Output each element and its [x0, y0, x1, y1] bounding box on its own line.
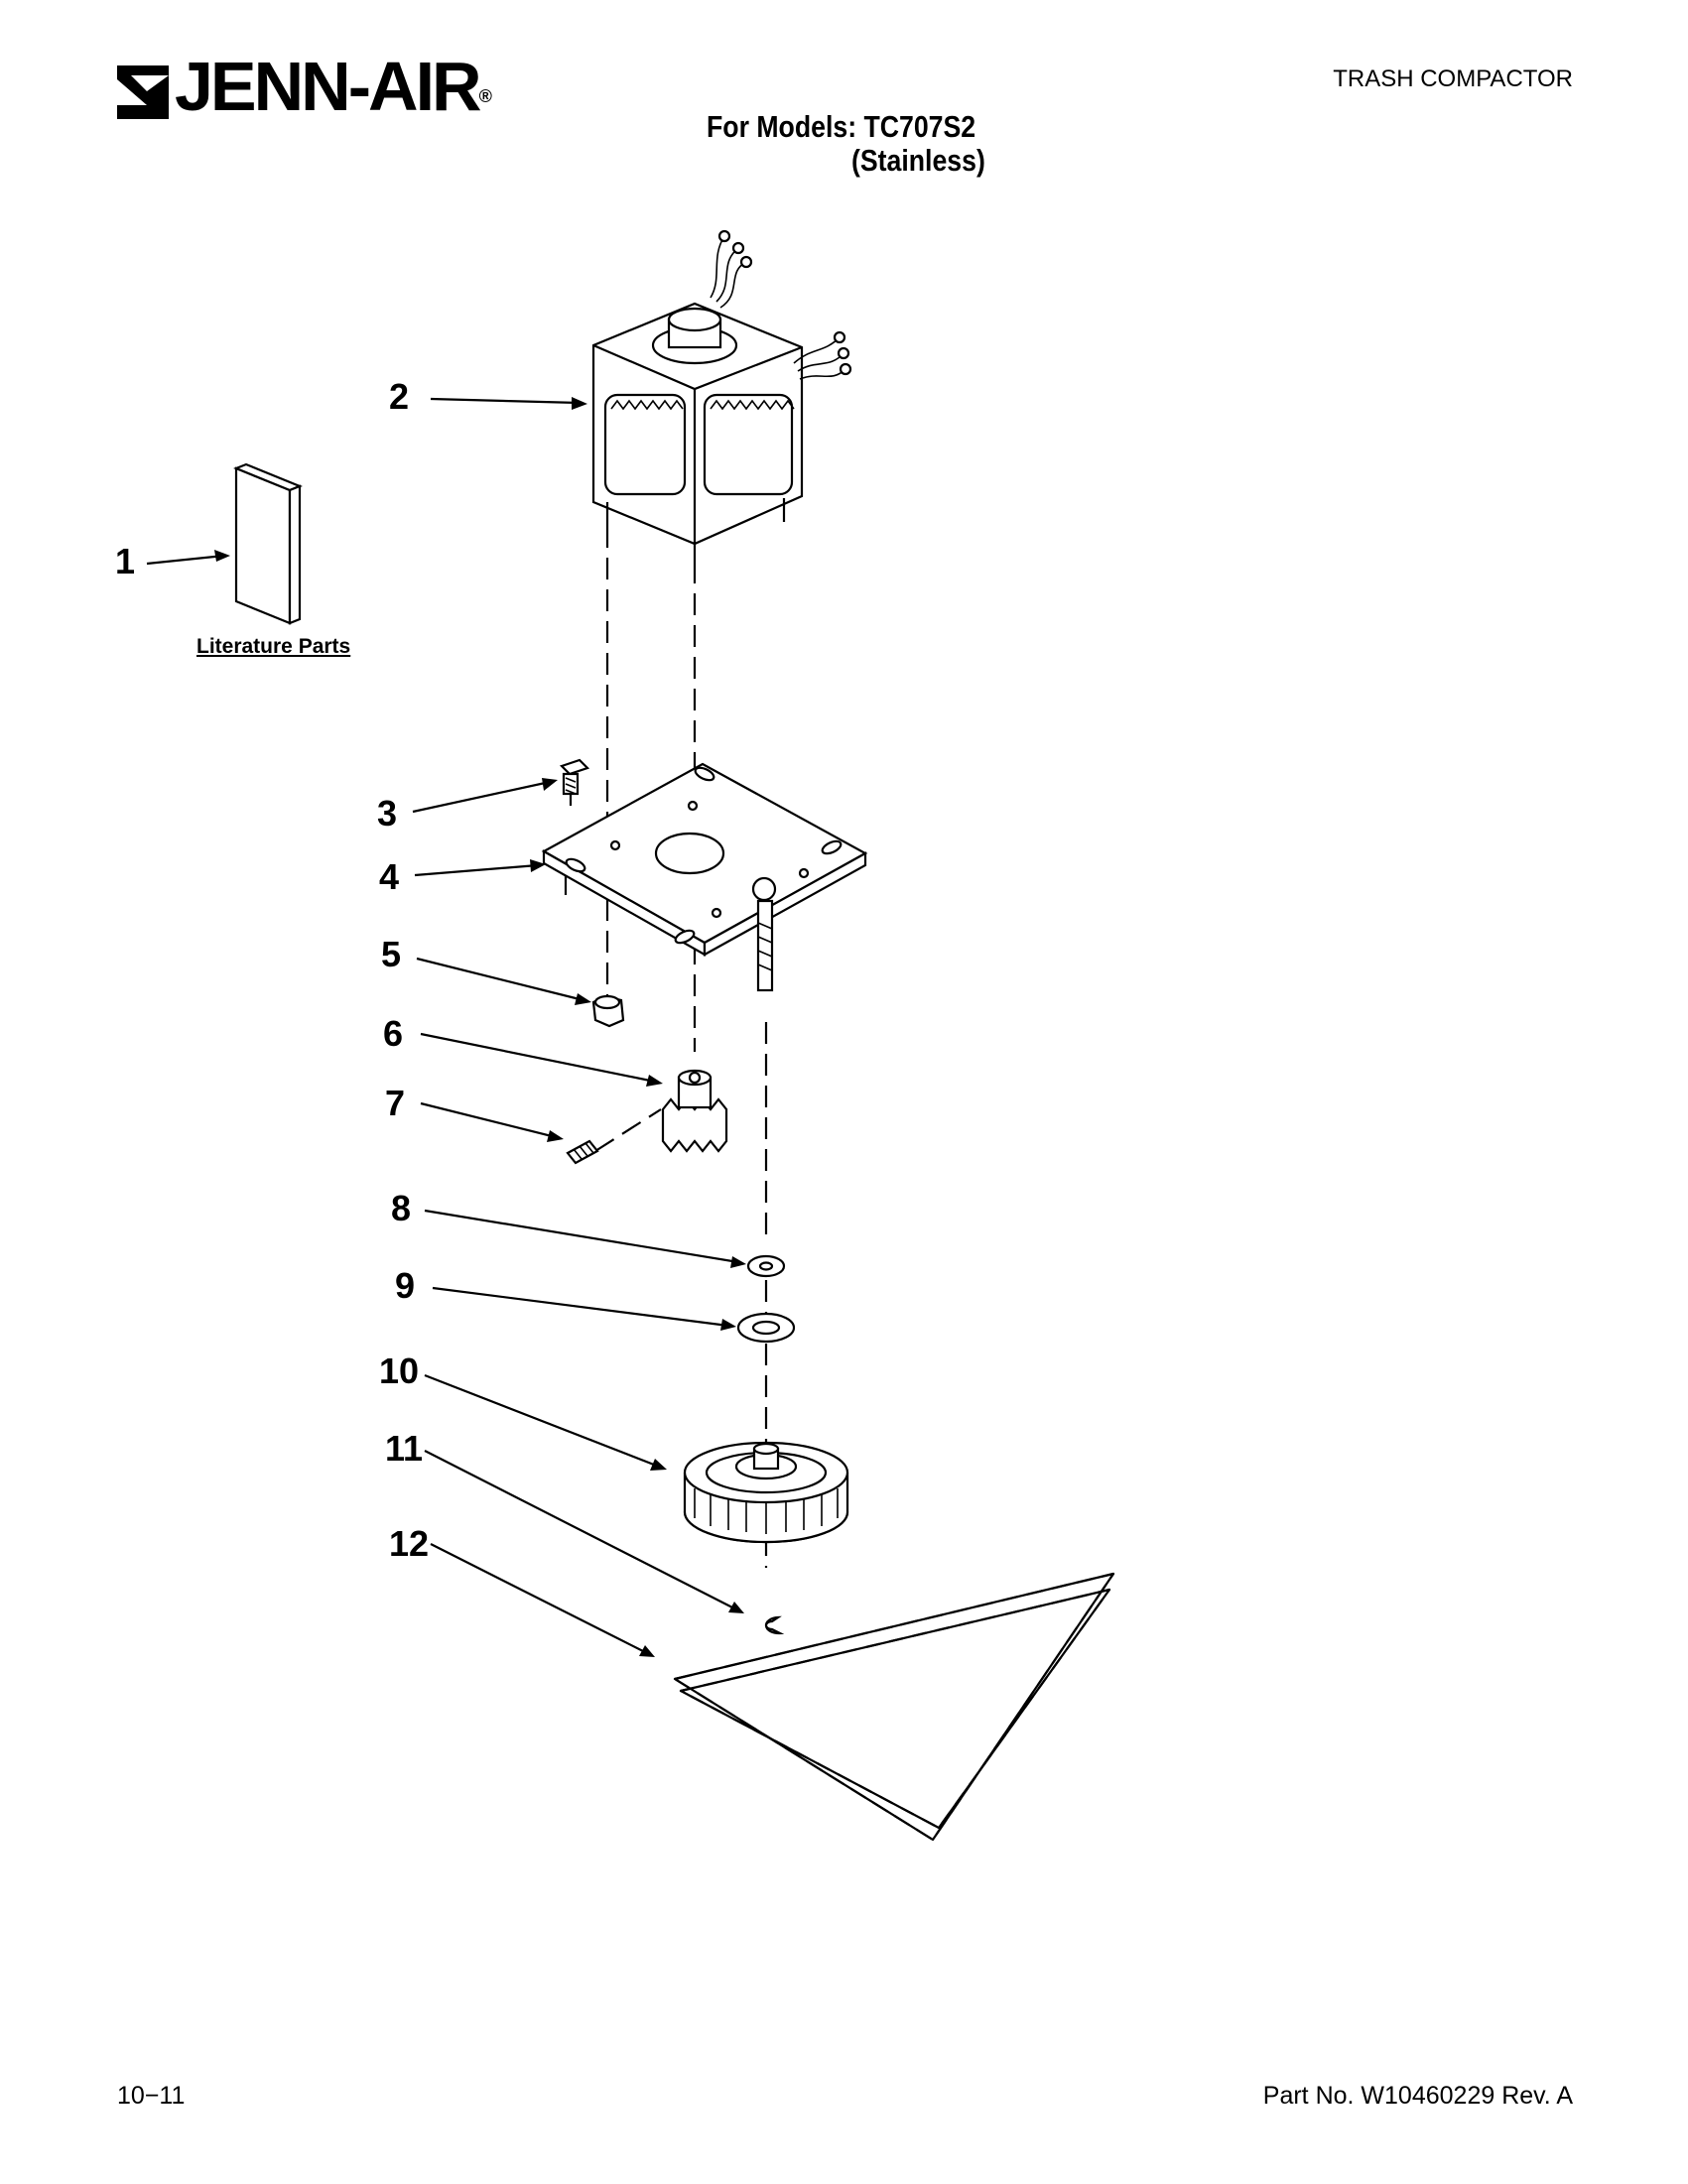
- callout-11: 11: [385, 1428, 424, 1469]
- motor: [591, 229, 852, 562]
- literature-parts-label: Literature Parts: [196, 635, 351, 658]
- callout-1: 1: [115, 541, 136, 581]
- callout-9: 9: [395, 1265, 416, 1306]
- jenn-air-logo-icon: [117, 65, 169, 119]
- callout-10: 10: [379, 1350, 420, 1391]
- callout-2: 2: [389, 376, 410, 417]
- callout-6: 6: [383, 1013, 404, 1054]
- hex-nut: [591, 994, 625, 1028]
- literature-booklet: [233, 462, 303, 625]
- alignment-lines: [564, 526, 768, 1568]
- callout-4: 4: [379, 856, 400, 897]
- brand-name: JENN-AIR®: [175, 48, 492, 125]
- washer-small: [746, 1254, 786, 1278]
- pinion-gear: [661, 1069, 728, 1153]
- set-screw: [566, 1108, 662, 1165]
- models-finish: (Stainless): [851, 143, 985, 178]
- date-code: 10−11: [117, 2082, 186, 2110]
- retaining-ring: [764, 1615, 785, 1635]
- callout-7: 7: [385, 1083, 406, 1123]
- leader-lines: [146, 397, 746, 1657]
- callout-8: 8: [391, 1188, 412, 1228]
- callout-3: 3: [377, 793, 398, 834]
- callout-12: 12: [389, 1523, 430, 1564]
- mounting-bracket: [541, 762, 868, 992]
- registered-mark: ®: [478, 86, 492, 106]
- part-number: Part No. W10460229 Rev. A: [1262, 2082, 1573, 2110]
- mounting-screw: [559, 758, 590, 806]
- models-line: For Models: TC707S2: [707, 109, 976, 144]
- washer-large: [736, 1312, 796, 1344]
- callout-5: 5: [381, 934, 402, 974]
- drive-sprocket: [683, 1441, 849, 1544]
- section-title: TRASH COMPACTOR: [1333, 65, 1573, 92]
- drive-chain: [673, 1572, 1115, 1842]
